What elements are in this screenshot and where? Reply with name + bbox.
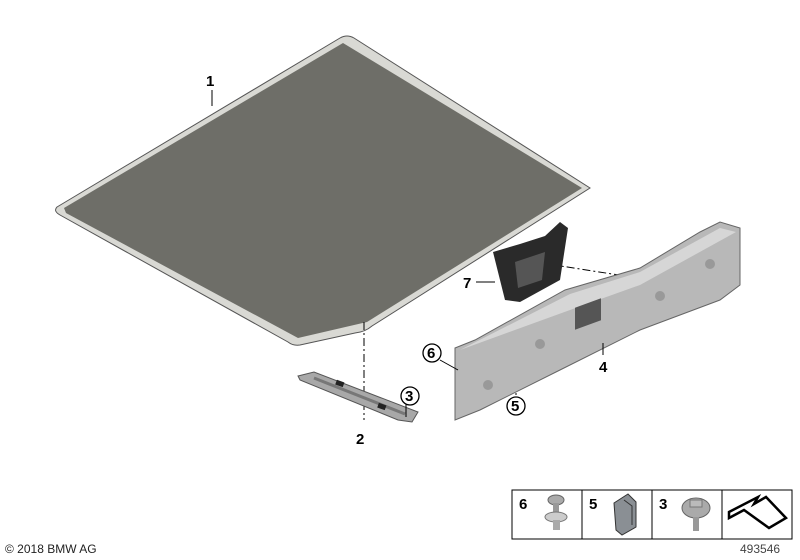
callout-3-circle <box>400 386 420 406</box>
legend-number-3: 3 <box>659 496 667 513</box>
push-rivet-icon <box>544 494 568 530</box>
callout-4: 4 <box>599 359 608 376</box>
callout-1: 1 <box>206 73 214 90</box>
arrow-outline-icon <box>727 493 788 530</box>
callout-3: 3 <box>405 388 413 405</box>
callout-6: 6 <box>427 345 435 362</box>
legend-number-5: 5 <box>589 496 597 513</box>
callout-7: 7 <box>463 275 471 292</box>
floor-mat-part-1[interactable] <box>55 35 591 346</box>
hex-screw-icon <box>681 497 711 531</box>
copyright: © 2018 BMW AG <box>5 542 97 556</box>
callout-6-circle <box>422 343 442 363</box>
loading-sill-trim-part-4[interactable] <box>454 221 741 421</box>
fastener-legend: 6 5 3 <box>511 489 793 540</box>
callout-leaders <box>211 90 604 417</box>
bracket-part-7[interactable] <box>493 222 568 302</box>
callout-5-circle <box>506 396 526 416</box>
clip-nut-icon <box>613 493 637 536</box>
diagram-number: 493546 <box>740 542 781 556</box>
callout-2: 2 <box>356 431 364 448</box>
rail-part-2[interactable] <box>297 371 419 423</box>
callout-5: 5 <box>511 398 519 415</box>
legend-number-6: 6 <box>519 496 527 513</box>
